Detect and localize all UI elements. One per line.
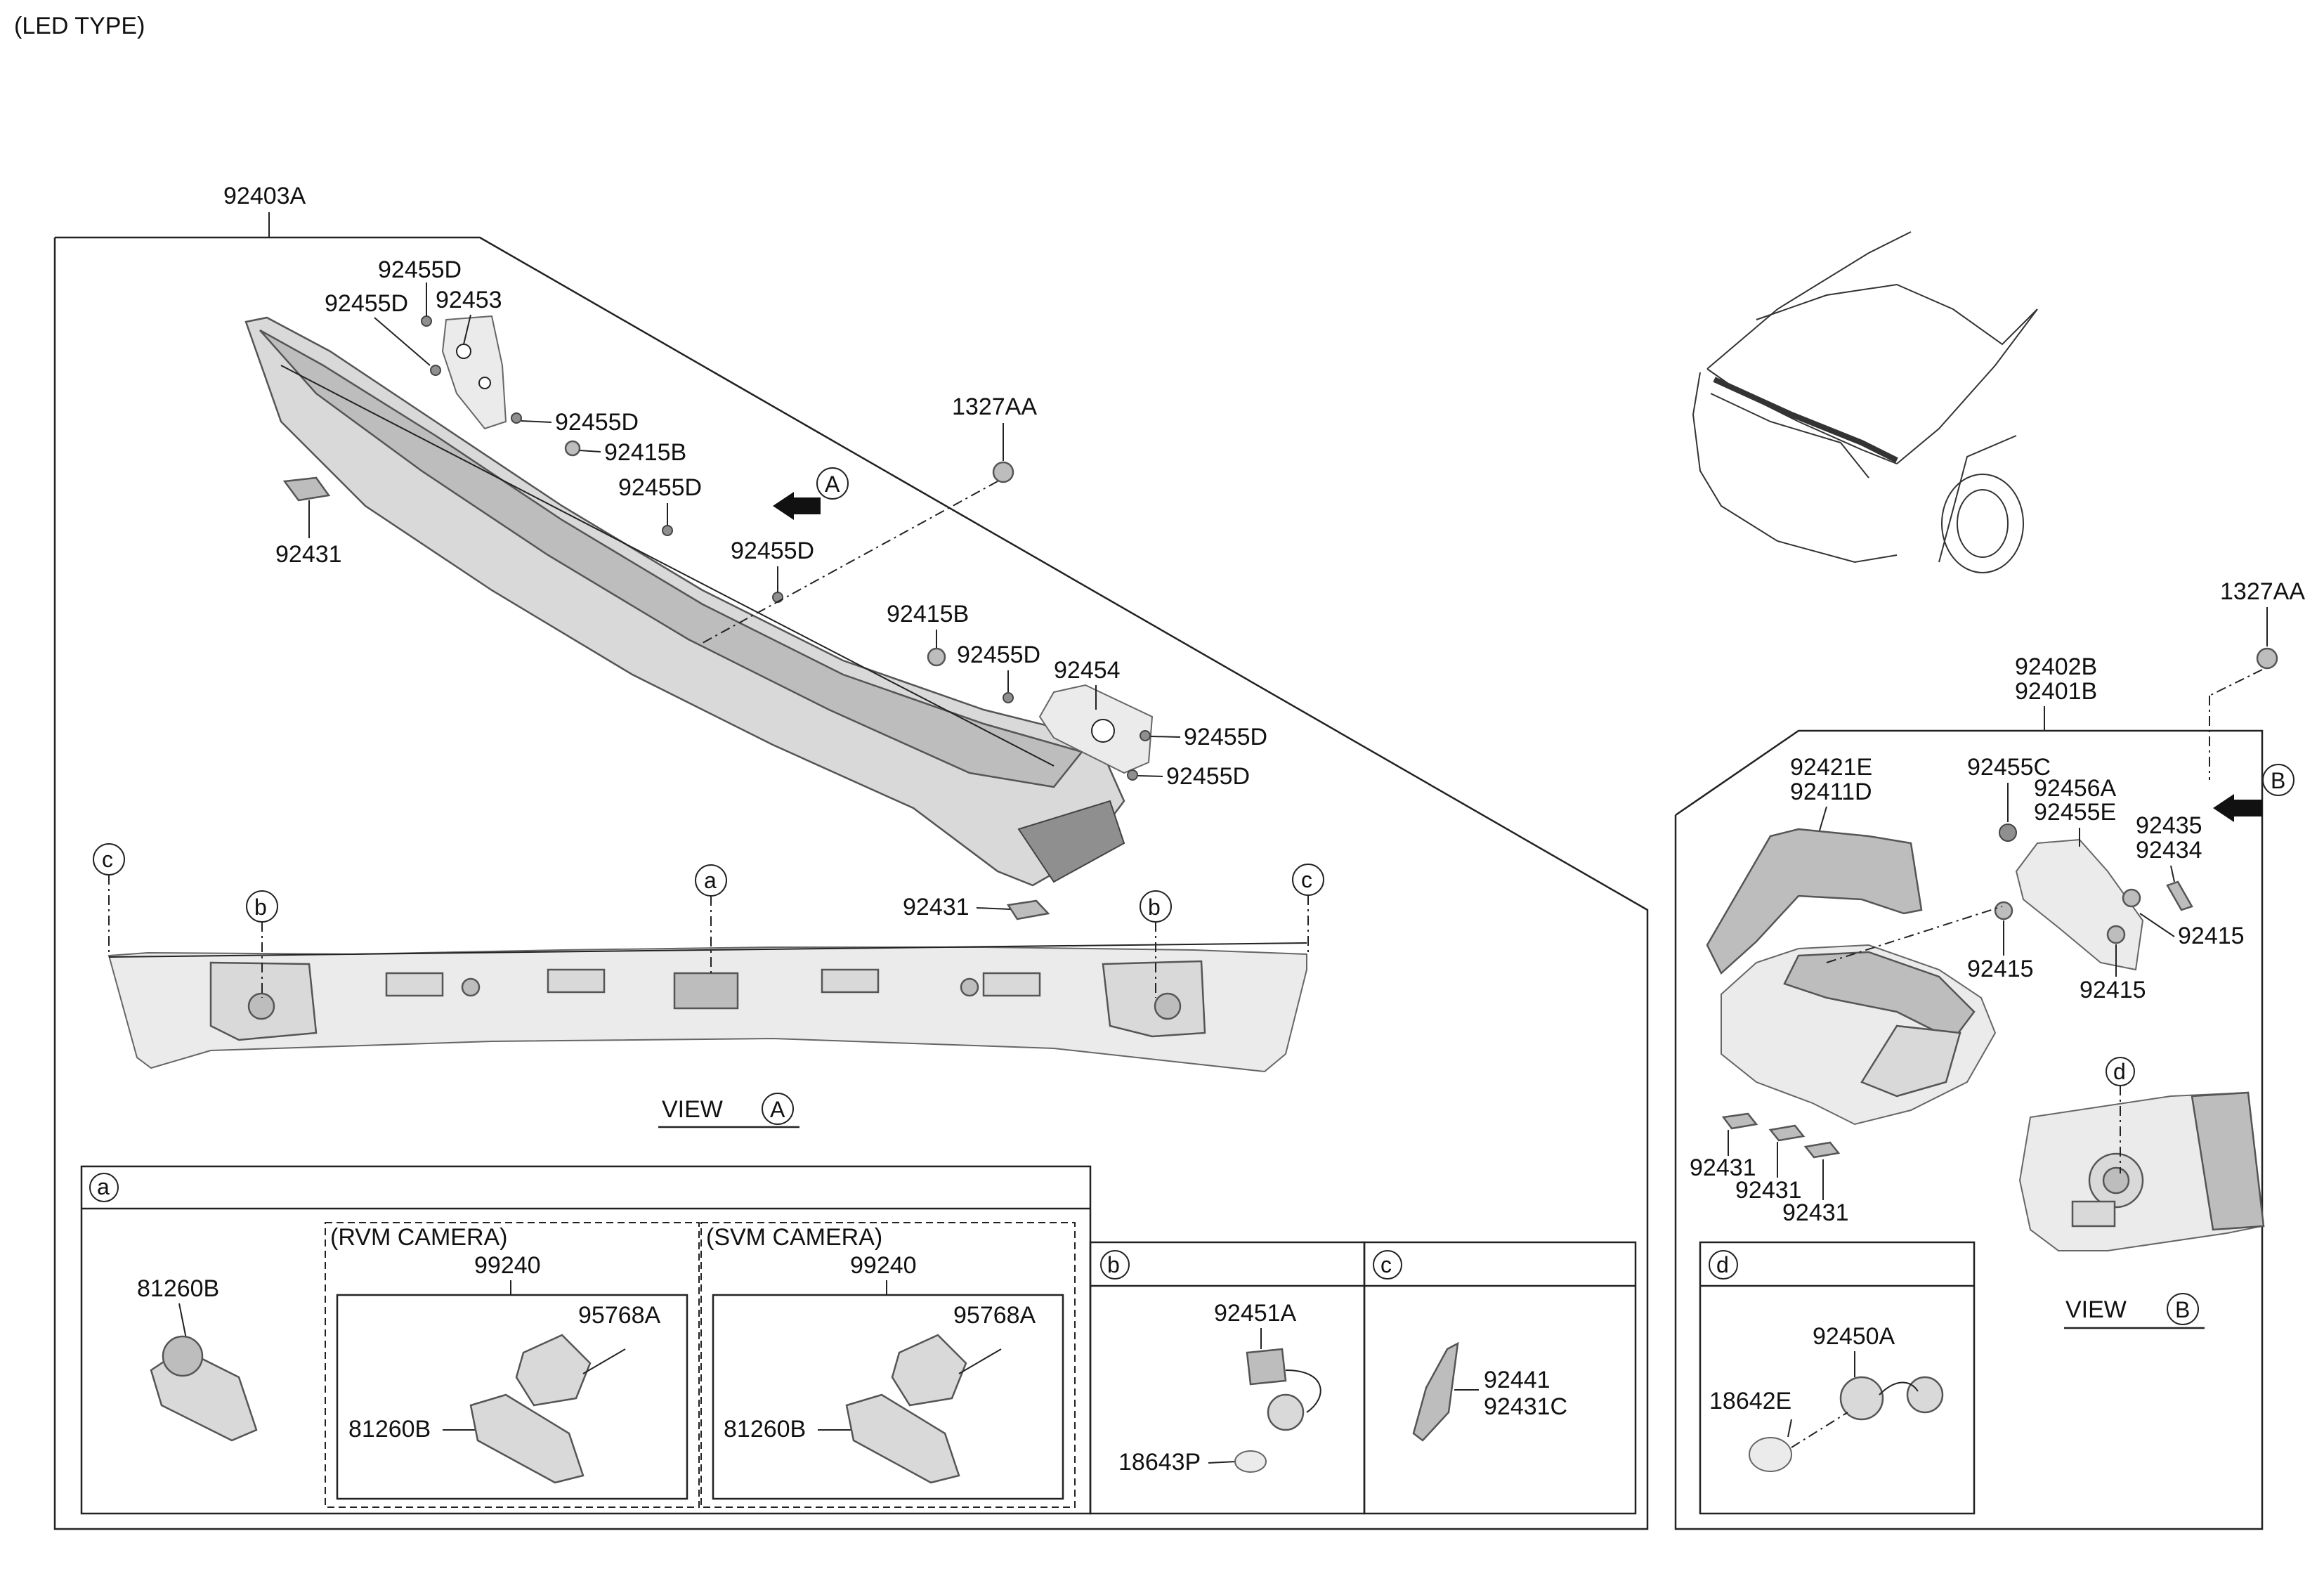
view-a-lamp-back (107, 942, 1307, 1073)
detail-b-92451A: 92451A (1214, 1300, 1297, 1327)
side-lamp-housing (1721, 906, 2003, 1126)
callout-92455D-8: 92455D (1166, 763, 1250, 790)
arrow-a-letter: A (825, 471, 840, 497)
callout-92421E: 92421E (1790, 754, 1872, 781)
callout-92415-1: 92415 (2178, 923, 2245, 949)
lens-92421E-shape (1706, 828, 1923, 975)
gasket-92456A-shape (2015, 838, 2144, 971)
callout-92455D-5: 92455D (731, 538, 814, 564)
svm-99240: 99240 (850, 1252, 917, 1279)
gasket-92453-shape (441, 315, 507, 430)
svm-95768A: 95768A (953, 1302, 1036, 1329)
detail-b-box: b 92451A 18643P (1089, 1241, 1636, 1515)
view-arrow-b (2213, 794, 2262, 822)
callout-92435: 92435 (2136, 812, 2202, 839)
callout-92455D-2: 92455D (325, 290, 408, 317)
detail-d-92450A: 92450A (1813, 1323, 1895, 1350)
detail-c-92431C: 92431C (1484, 1393, 1567, 1420)
callout-92434: 92434 (2136, 837, 2202, 864)
view-circle-b-right-letter: b (1148, 894, 1161, 920)
callout-92415B-2: 92415B (887, 601, 969, 627)
arrow-a-circle (816, 467, 849, 500)
svm-81260B: 81260B (724, 1416, 806, 1443)
callout-92431-side-1: 92431 (1690, 1154, 1756, 1181)
detail-a-box: a 81260B (RVM CAMERA) 99240 95768A 81260… (80, 1165, 1092, 1515)
rvm-camera-shape (469, 1334, 626, 1484)
callout-92455D-3: 92455D (555, 409, 639, 436)
view-circle-b-left-letter: b (254, 894, 267, 920)
detail-b-18643P: 18643P (1118, 1449, 1201, 1476)
callout-92455C: 92455C (1967, 754, 2051, 781)
rvm-81260B: 81260B (348, 1416, 431, 1443)
callout-92454: 92454 (1054, 657, 1121, 684)
main-assembly-frame (53, 236, 1649, 1530)
arrow-b-circle (2262, 764, 2294, 796)
side-assembly-frame (1674, 729, 2264, 1530)
detail-d-box: d 92450A 18642E (1699, 1241, 1976, 1515)
socket-92450A-shape (1749, 1376, 1944, 1472)
detail-a-81260B: 81260B (137, 1275, 219, 1302)
rvm-camera-title: (RVM CAMERA) (330, 1224, 508, 1251)
part-label-92403A: 92403A (223, 183, 306, 209)
view-circle-a-mid-letter: a (704, 868, 717, 893)
detail-a-letter: a (97, 1174, 110, 1199)
callout-92431-side-3: 92431 (1782, 1199, 1849, 1226)
main-assembly-group: 92403A (53, 183, 1649, 1530)
callout-92411D: 92411D (1790, 779, 1872, 805)
callout-92455E: 92455E (2034, 799, 2116, 826)
callout-92402B: 92402B (2015, 653, 2097, 680)
detail-b-letter: b (1107, 1252, 1120, 1277)
side-assembly-group: 1327AA 92402B 92401B 92421E 92411D 92455… (1674, 578, 2305, 1530)
view-b-letter: B (2175, 1297, 2190, 1322)
pad-92441-shape (1412, 1341, 1459, 1442)
bracket-81260B-shape (150, 1335, 258, 1442)
view-arrow-a (773, 492, 821, 520)
callout-92431-2: 92431 (903, 894, 970, 920)
fastener-group (421, 315, 1151, 781)
rvm-95768A: 95768A (578, 1302, 661, 1329)
callout-92455D-6: 92455D (957, 642, 1040, 668)
callout-92415-3: 92415 (2080, 977, 2146, 1003)
rear-center-lamp-bar (244, 316, 1125, 887)
callout-1327AA-main: 1327AA (952, 393, 1037, 420)
callout-92415B-1: 92415B (604, 439, 686, 466)
callout-92415-2: 92415 (1967, 956, 2034, 982)
callout-92456A: 92456A (2034, 775, 2117, 802)
arrow-b-letter: B (2271, 768, 2285, 793)
view-b-lamp (2018, 1091, 2265, 1251)
callout-92455D-1: 92455D (378, 256, 462, 283)
rvm-99240: 99240 (474, 1252, 541, 1279)
detail-d-letter: d (1716, 1252, 1729, 1277)
view-a-label: VIEW (662, 1096, 723, 1123)
callout-92401B: 92401B (2015, 678, 2097, 705)
svm-camera-shape (845, 1334, 1002, 1484)
callout-92453: 92453 (436, 287, 502, 313)
callout-1327AA-side: 1327AA (2220, 578, 2305, 605)
callout-92455D-4: 92455D (618, 474, 702, 501)
svm-camera-title: (SVM CAMERA) (706, 1224, 882, 1251)
view-b-label: VIEW (2065, 1296, 2127, 1323)
view-circle-c-right-letter: c (1301, 867, 1312, 892)
detail-d-18642E: 18642E (1709, 1388, 1791, 1414)
detail-c-box: c 92441 92431C (1363, 1241, 1637, 1515)
led-type-label: (LED TYPE) (14, 13, 145, 39)
callout-92431-side-2: 92431 (1735, 1177, 1802, 1204)
callout-92431-1: 92431 (275, 541, 342, 568)
view-circle-c-left-letter: c (102, 847, 113, 872)
car-rear-sketch (1692, 231, 2038, 573)
callout-92455D-7: 92455D (1184, 724, 1267, 750)
view-a-letter: A (770, 1097, 785, 1122)
detail-c-letter: c (1380, 1252, 1392, 1277)
detail-c-92441: 92441 (1484, 1367, 1551, 1393)
socket-92451A-shape (1234, 1348, 1321, 1473)
view-circle-d-letter: d (2113, 1059, 2126, 1084)
